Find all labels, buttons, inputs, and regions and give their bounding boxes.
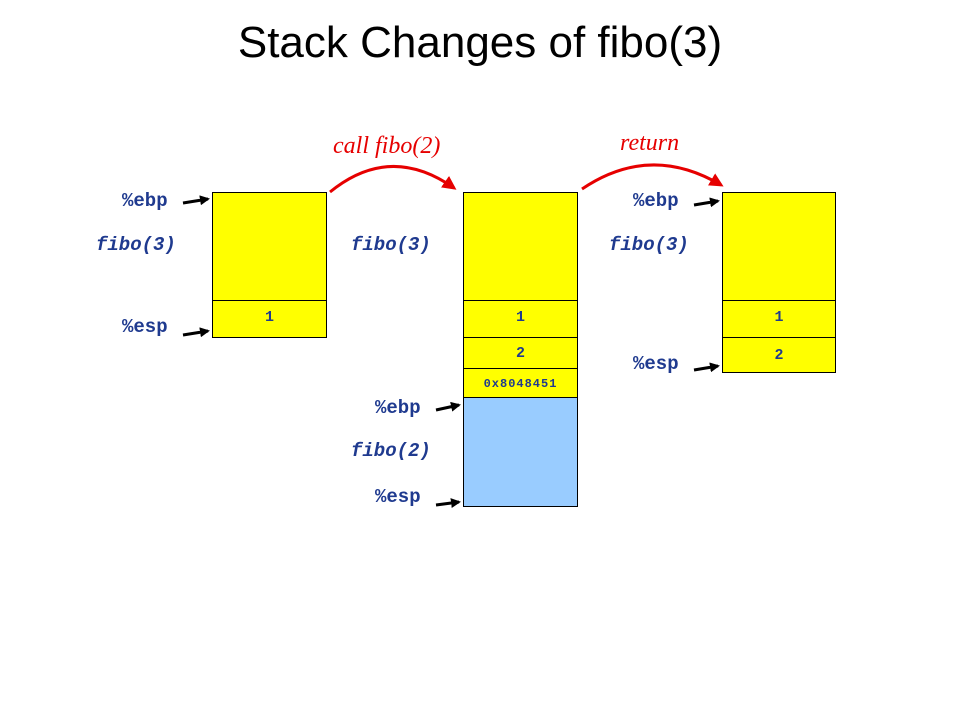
ebp-pointer-arrow xyxy=(693,197,720,208)
ebp-pointer-arrow xyxy=(435,401,461,412)
return-caption: return xyxy=(620,130,680,156)
stack-cell: 1 xyxy=(722,300,836,338)
frame-label-fibo3: fibo(3) xyxy=(351,234,431,256)
return-transition-arrow xyxy=(581,163,724,191)
stack-cell: 1 xyxy=(463,300,578,338)
stack-cell: 2 xyxy=(722,337,836,373)
esp-label: %esp xyxy=(633,353,679,375)
esp-label: %esp xyxy=(122,316,168,338)
ebp-pointer-arrow xyxy=(182,195,210,206)
stack-frame-fibo3 xyxy=(212,192,327,301)
return-address-cell: 0x8048451 xyxy=(463,368,578,398)
esp-pointer-arrow xyxy=(693,362,720,373)
frame-label-fibo3: fibo(3) xyxy=(609,234,689,256)
stack-frame-fibo3 xyxy=(722,192,836,301)
slide-title: Stack Changes of fibo(3) xyxy=(237,18,723,67)
esp-pointer-arrow xyxy=(182,327,210,338)
ebp-label: %ebp xyxy=(375,397,421,419)
call-transition-arrow xyxy=(329,164,457,194)
frame-label-fibo3: fibo(3) xyxy=(96,234,176,256)
stack-cell: 1 xyxy=(212,300,327,338)
stack-cell: 2 xyxy=(463,337,578,369)
stack-frame-fibo3 xyxy=(463,192,578,301)
call-caption: call fibo(2) xyxy=(333,133,441,159)
esp-label: %esp xyxy=(375,486,421,508)
stack-frame-fibo2 xyxy=(463,397,578,507)
ebp-label: %ebp xyxy=(633,190,679,212)
esp-pointer-arrow xyxy=(435,498,461,508)
frame-label-fibo2: fibo(2) xyxy=(351,440,431,462)
ebp-label: %ebp xyxy=(122,190,168,212)
